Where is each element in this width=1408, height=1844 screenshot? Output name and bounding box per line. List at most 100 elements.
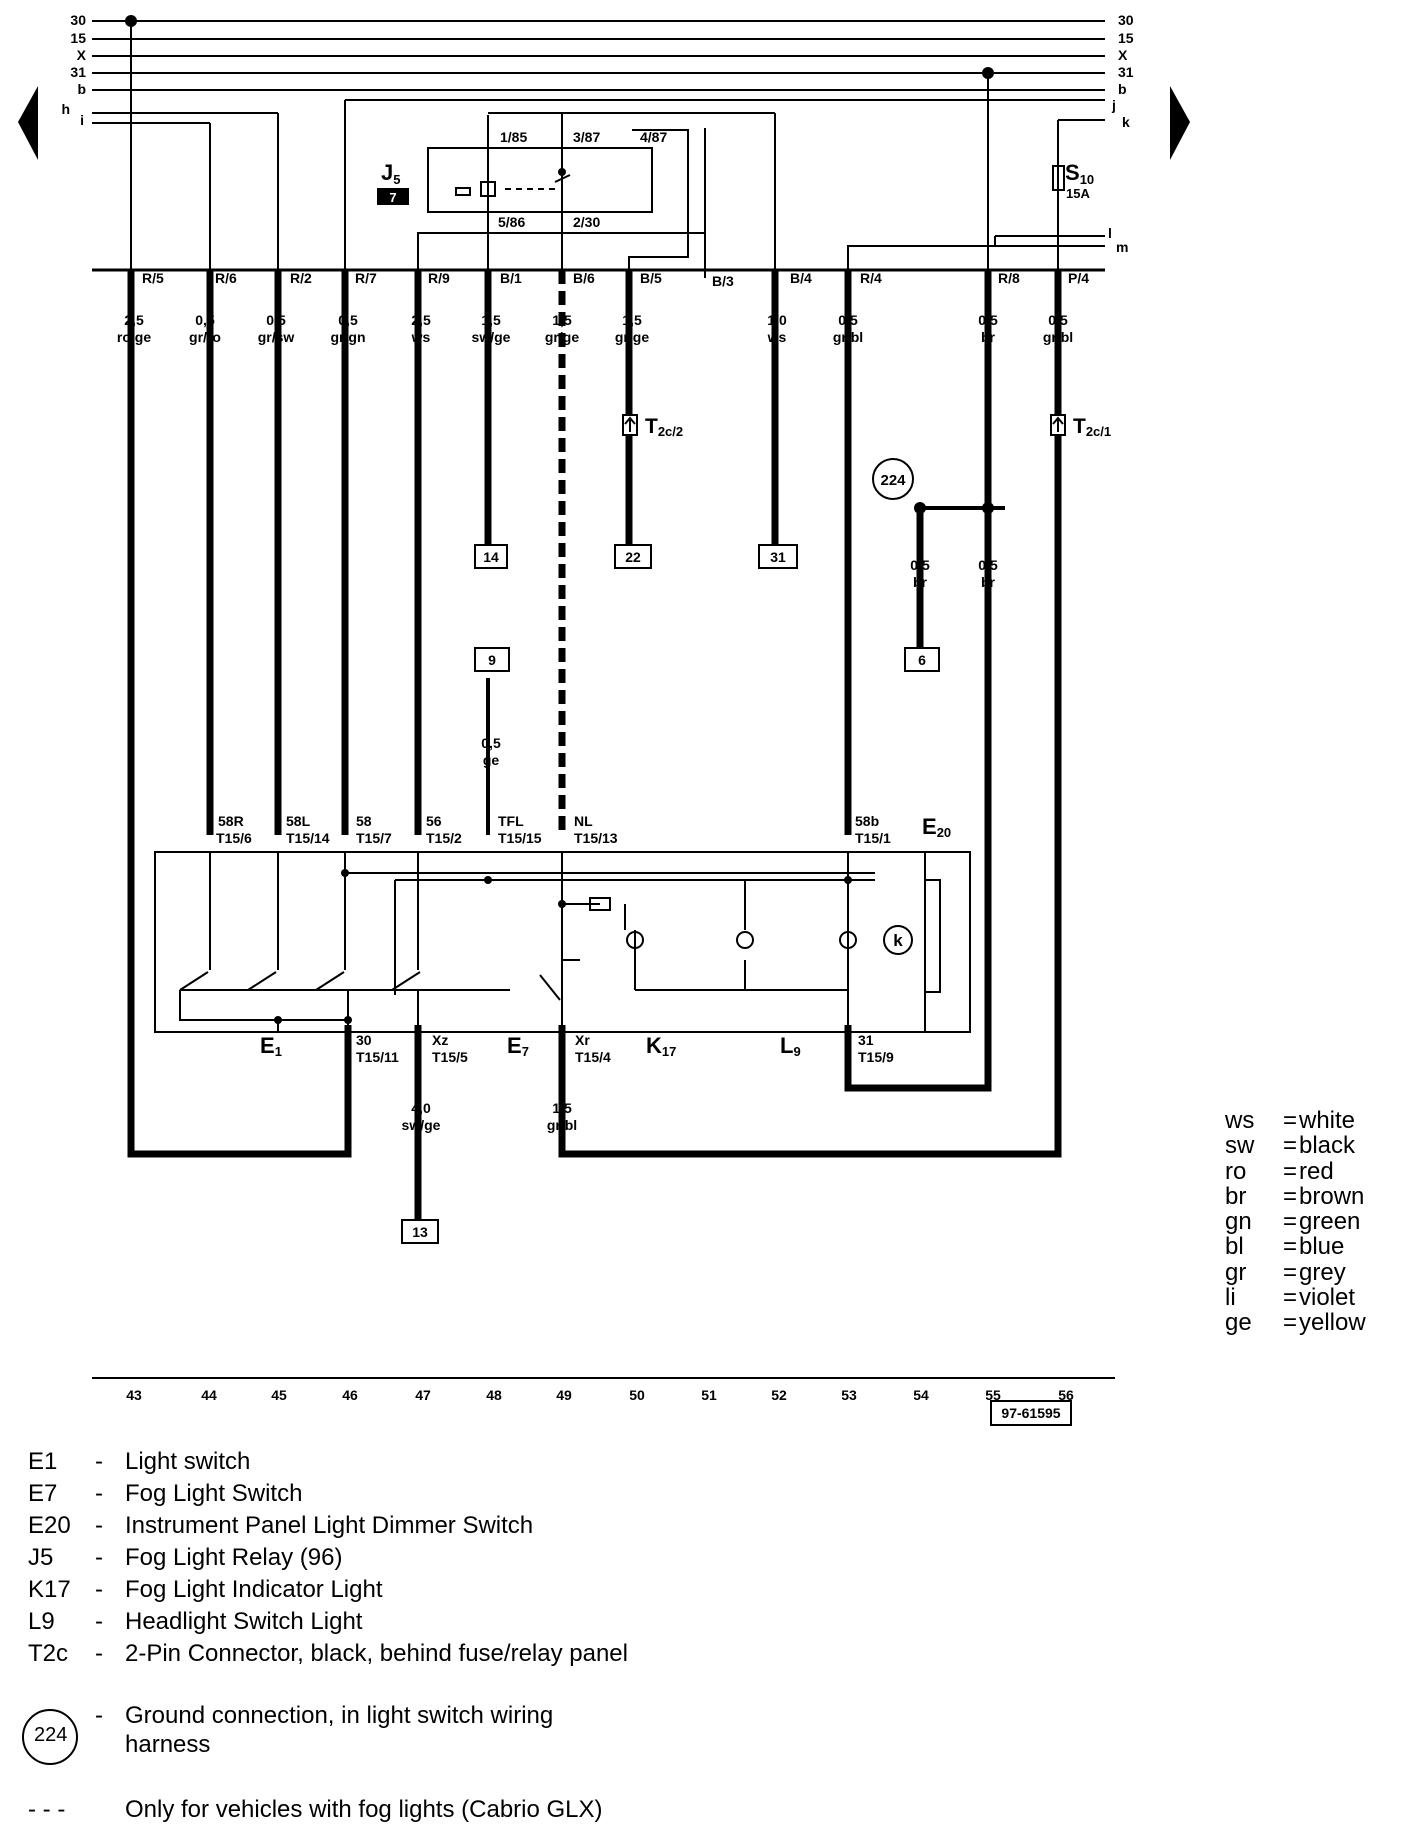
legend-name: red (1299, 1157, 1334, 1185)
relay-pin: 2/30 (573, 214, 600, 230)
wire-size: 1,5 (481, 312, 501, 328)
legend-code: ro (1225, 1157, 1247, 1185)
component-dash: - (95, 1608, 103, 1635)
component-code: J5 (28, 1544, 54, 1571)
ref-box: 9 (488, 652, 496, 668)
page-back-arrow-icon[interactable] (18, 86, 38, 160)
component-desc: Fog Light Indicator Light (125, 1576, 383, 1603)
track-number: 53 (841, 1387, 857, 1403)
diagram-reference-code: 97-61595 (990, 1400, 1072, 1426)
legend-row: ro=red (1225, 1157, 1366, 1185)
wire-color-legend: ws=white sw=black ro=red br=brown gn=gre… (1225, 1108, 1366, 1336)
bus-label-right: m (1116, 239, 1128, 255)
ref-box: 22 (625, 549, 641, 565)
switch-terminal: T15/1 (855, 830, 891, 846)
legend-code: gn (1225, 1208, 1252, 1236)
component-code: E20 (28, 1512, 71, 1539)
legend-equals: = (1283, 1233, 1298, 1261)
connector-pin-label: B/4 (790, 270, 812, 286)
component-code: - - - (28, 1796, 66, 1823)
wire-size: 0,5 (978, 557, 998, 573)
legend-row: gn=green (1225, 1208, 1366, 1236)
ref-box: 6 (918, 652, 926, 668)
wire-size: 1,5 (552, 1100, 572, 1116)
svg-text:T2c/2: T2c/2 (645, 415, 683, 439)
legend-row: gr=grey (1225, 1259, 1366, 1285)
wire-color: gr/bl (833, 329, 863, 345)
component-desc: 2-Pin Connector, black, behind fuse/rela… (125, 1640, 628, 1667)
bus-label-left: 30 (70, 12, 86, 28)
bus-label-left: 31 (70, 64, 86, 80)
relay-pin: 3/87 (573, 129, 600, 145)
bus-label-right: j (1111, 97, 1116, 113)
component-dash: - (95, 1702, 103, 1729)
ground-note-circle (22, 1709, 78, 1765)
wire-size: 1,5 (552, 312, 572, 328)
legend-name: blue (1299, 1233, 1345, 1261)
legend-equals: = (1283, 1208, 1298, 1236)
component-label-k17: K17 (646, 1033, 676, 1059)
switch-terminal: T15/13 (574, 830, 618, 846)
legend-row: bl=blue (1225, 1233, 1366, 1261)
wire-size: 0,5 (266, 312, 286, 328)
switch-terminal: T15/14 (286, 830, 330, 846)
relay-label: J5 (381, 160, 400, 187)
svg-text:T2c/1: T2c/1 (1073, 415, 1111, 439)
page-forward-arrow-icon[interactable] (1170, 86, 1190, 160)
wire-color: gr/bl (547, 1117, 577, 1133)
wire-color: br (913, 574, 928, 590)
ground-note-code: 224 (34, 1724, 68, 1746)
legend-name: yellow (1299, 1309, 1366, 1337)
bus-label-right: b (1118, 81, 1127, 97)
track-number: 48 (486, 1387, 502, 1403)
dimmer-symbol: k (893, 931, 903, 950)
bus-label-right: X (1118, 47, 1128, 63)
switch-terminal: Xz (432, 1032, 448, 1048)
legend-code: ws (1225, 1107, 1255, 1134)
component-code: E1 (28, 1448, 58, 1475)
connector-pin-label: B/5 (640, 270, 662, 286)
track-number: 50 (629, 1387, 645, 1403)
component-label-e20: E20 (922, 814, 951, 840)
junction-dots (125, 15, 994, 1024)
bus-label-left: X (77, 47, 87, 63)
legend-equals: = (1283, 1107, 1298, 1134)
ref-box: 31 (770, 549, 786, 565)
legend-row: br=brown (1225, 1182, 1366, 1210)
track-number: 49 (556, 1387, 572, 1403)
legend-row: sw=black (1225, 1132, 1366, 1160)
bus-label-left: i (80, 112, 84, 128)
legend-code: sw (1225, 1132, 1255, 1160)
component-code: E7 (28, 1480, 58, 1507)
track-number: 46 (342, 1387, 358, 1403)
relay-badge-text: 7 (389, 190, 396, 205)
track-number: 54 (913, 1387, 929, 1403)
t2c-left-connector: T2c/2 (622, 414, 683, 439)
switch-terminal: 31 (858, 1032, 874, 1048)
legend-row: ge=yellow (1225, 1309, 1366, 1337)
wire-color: gr/ro (189, 329, 221, 345)
track-number: 47 (415, 1387, 431, 1403)
wire-size: 0,5 (910, 557, 930, 573)
wire-color: ws (767, 329, 787, 345)
svg-text:224: 224 (880, 472, 906, 489)
component-desc: harness (125, 1731, 211, 1758)
switch-terminal: T15/4 (575, 1049, 611, 1065)
component-desc: Light switch (125, 1448, 251, 1475)
track-number: 52 (771, 1387, 787, 1403)
bus-label-left: h (61, 101, 70, 117)
switch-terminal: T15/11 (356, 1049, 399, 1065)
switch-terminal: 58R (218, 813, 244, 829)
connector-pin-label: R/8 (998, 270, 1020, 286)
fuse-rating: 15A (1066, 186, 1090, 201)
switch-terminal: Xr (575, 1032, 590, 1048)
legend-equals: = (1283, 1284, 1298, 1312)
component-dash: - (95, 1576, 103, 1603)
component-dash: - (95, 1512, 103, 1539)
wire-color: gr/ge (545, 329, 579, 345)
legend-code: br (1225, 1182, 1247, 1210)
wire-size: 1,0 (767, 312, 787, 328)
switch-terminal: T15/15 (498, 830, 542, 846)
switch-terminal: 56 (426, 813, 442, 829)
